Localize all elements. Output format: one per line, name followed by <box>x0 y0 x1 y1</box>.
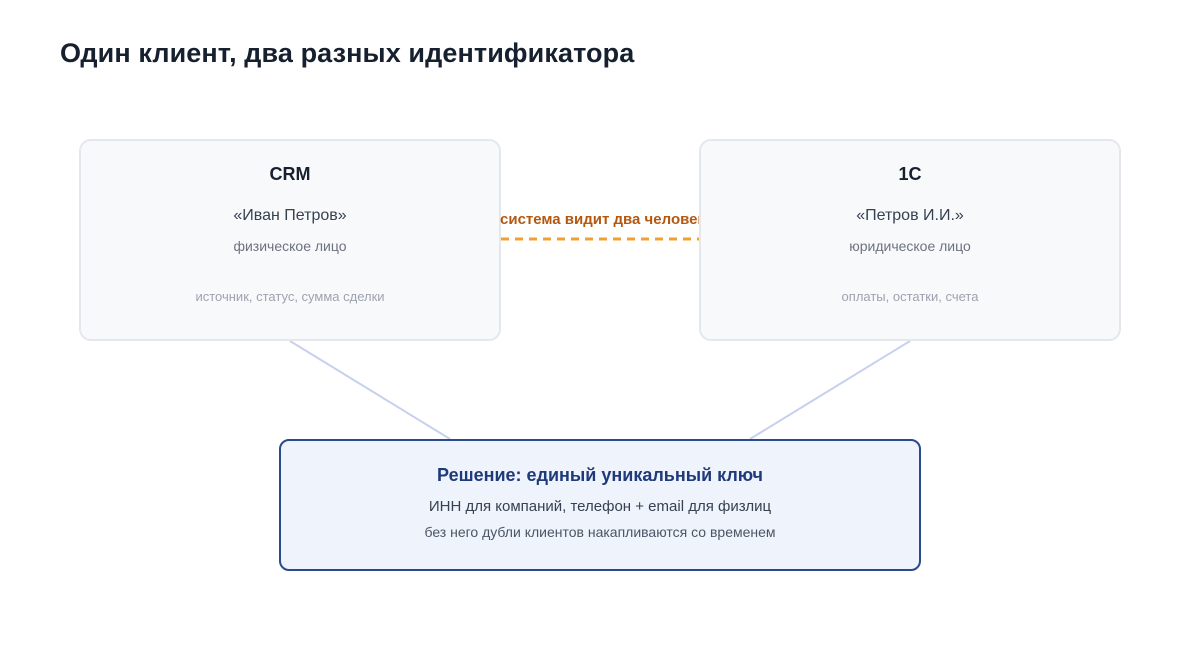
onec-card: 1С «Петров И.И.» юридическое лицо оплаты… <box>699 139 1121 341</box>
solution-line-1: ИНН для компаний, телефон + email для фи… <box>428 498 772 515</box>
connector-crm-to-solution <box>289 340 451 440</box>
page-title: Один клиент, два разных идентификатора <box>60 38 635 68</box>
onec-client-type: юридическое лицо <box>849 238 971 254</box>
solution-box: Решение: единый уникальный ключ ИНН для … <box>279 439 921 571</box>
connector-1c-to-solution <box>749 340 911 440</box>
onec-title: 1С <box>898 164 922 184</box>
onec-fields: оплаты, остатки, счета <box>841 289 979 304</box>
crm-client-name: «Иван Петров» <box>233 207 347 224</box>
link-label: система видит два человека <box>500 211 714 228</box>
crm-fields: источник, статус, сумма сделки <box>195 289 385 304</box>
crm-card: CRM «Иван Петров» физическое лицо источн… <box>79 139 501 341</box>
solution-line-2: без него дубли клиентов накапливаются со… <box>424 524 776 540</box>
crm-client-type: физическое лицо <box>233 238 347 254</box>
crm-title: CRM <box>269 164 311 184</box>
onec-client-name: «Петров И.И.» <box>856 207 964 224</box>
solution-title: Решение: единый уникальный ключ <box>437 465 763 485</box>
